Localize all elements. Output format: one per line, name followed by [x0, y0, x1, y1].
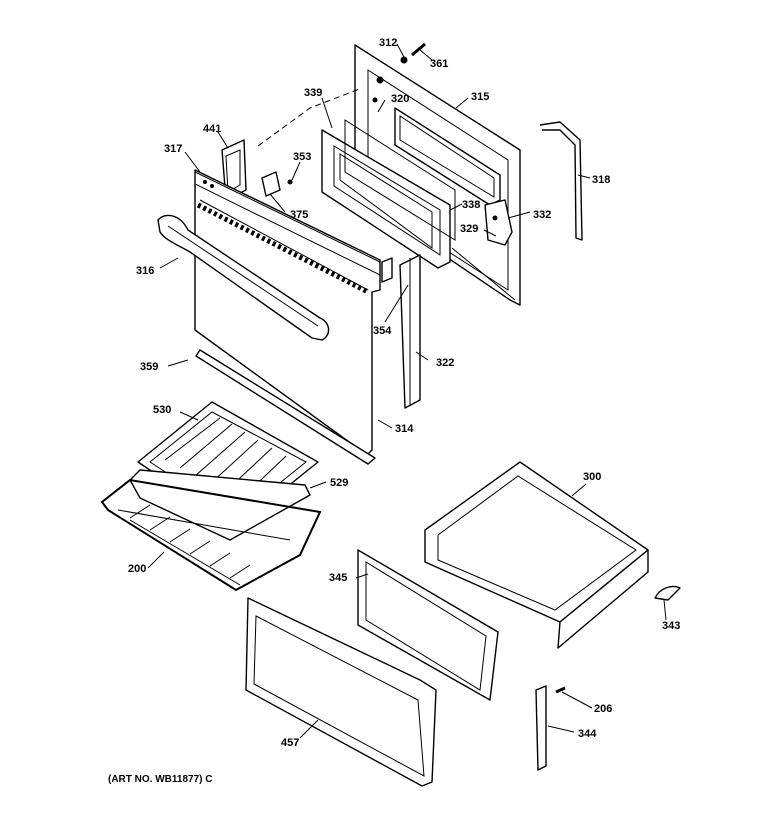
- callout-529: 529: [330, 477, 348, 489]
- callout-332: 332: [533, 209, 551, 221]
- screw-361: [411, 42, 426, 57]
- callout-300: 300: [583, 471, 601, 483]
- storage-drawer-300: [424, 461, 649, 649]
- callout-320: 320: [391, 93, 409, 105]
- callout-353: 353: [293, 151, 311, 163]
- clip-375: [261, 171, 281, 197]
- callout-316: 316: [136, 265, 154, 277]
- screw-312: [400, 56, 408, 64]
- callout-359: 359: [140, 361, 158, 373]
- oven-rack-200: [100, 478, 322, 592]
- callout-314: 314: [395, 423, 414, 435]
- door-trim-359: [195, 349, 376, 465]
- drawer-slide-343: [654, 585, 681, 601]
- callout-361: 361: [430, 58, 448, 70]
- drawer-panel-457: [245, 597, 437, 787]
- leader-lines: [147, 43, 667, 739]
- door-handle-316: [157, 214, 330, 341]
- pin-206: [555, 686, 566, 694]
- callout-339: 339: [304, 87, 322, 99]
- callout-354: 354: [373, 325, 392, 337]
- callout-345: 345: [329, 572, 347, 584]
- screw-353: [287, 179, 293, 185]
- callout-338: 338: [462, 199, 480, 211]
- callout-206: 206: [594, 703, 612, 715]
- callout-labels: 312 361 315 339 320 441 317 353 375 338 …: [128, 37, 680, 749]
- drawer-liner-345: [357, 549, 499, 701]
- callout-322: 322: [436, 357, 454, 369]
- callout-441: 441: [203, 123, 221, 135]
- callout-318: 318: [592, 174, 610, 186]
- art-number-caption: (ART NO. WB11877) C: [108, 774, 212, 785]
- callout-315: 315: [471, 91, 489, 103]
- side-trim-318: [539, 121, 583, 241]
- callout-200: 200: [128, 563, 146, 575]
- callout-457: 457: [281, 737, 299, 749]
- drawer-rail-344: [535, 685, 547, 771]
- assembly-dash-line: [257, 87, 363, 147]
- callout-343: 343: [662, 620, 680, 632]
- bracket-441: [221, 139, 247, 201]
- door-glass-338: [344, 119, 456, 241]
- callout-375: 375: [290, 209, 308, 221]
- door-inner-panel-315: [354, 44, 521, 306]
- hinge-arm-322: [381, 254, 421, 409]
- callout-344: 344: [578, 728, 597, 740]
- callout-312: 312: [379, 37, 397, 49]
- window-frame-339: [321, 129, 451, 269]
- callout-329: 329: [460, 223, 478, 235]
- callout-530: 530: [153, 404, 171, 416]
- callout-317: 317: [164, 143, 182, 155]
